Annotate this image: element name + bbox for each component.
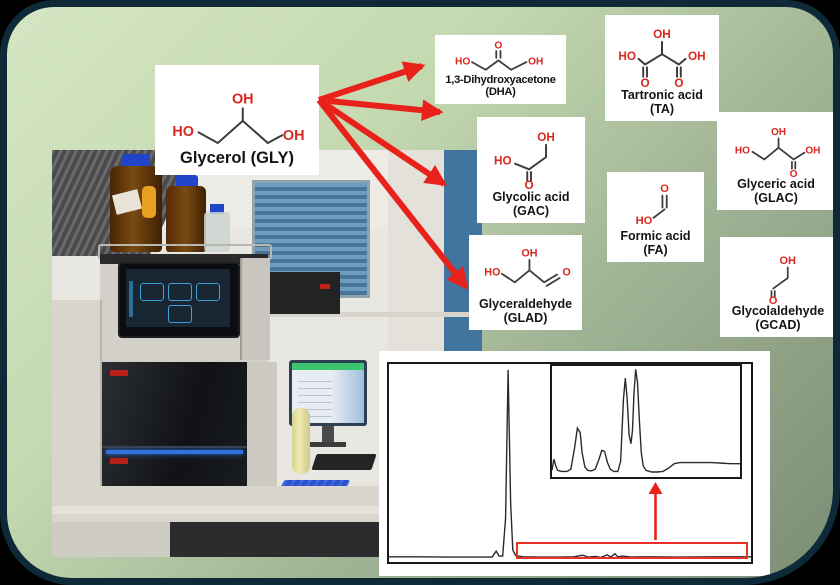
molecule-abbr: (GLAD) [503, 311, 548, 325]
svg-text:OH: OH [537, 131, 555, 144]
touchscreen-tile [140, 283, 164, 301]
gac-structure: OH HO O [494, 131, 555, 190]
arrow-gly-to-ta [318, 97, 444, 121]
svg-text:HO: HO [455, 57, 470, 68]
svg-text:O: O [660, 183, 669, 195]
under-bench-shadow [170, 522, 400, 557]
monitor-stand [322, 426, 334, 442]
molecule-abbr: (GAC) [512, 204, 550, 218]
svg-text:HO: HO [172, 124, 194, 140]
hplc-right-module [240, 258, 270, 360]
molecule-card-glac: OH HO OH O Glyceric acid (GLAC) [717, 112, 833, 210]
molecule-abbr: (FA) [643, 243, 668, 257]
chromatogram-panel [379, 351, 770, 576]
molecule-name: Glycolaldehyde [731, 304, 825, 318]
svg-text:OH: OH [521, 247, 537, 259]
inset-trace-svg [552, 366, 740, 477]
small-bottle-cap [210, 204, 224, 214]
molecule-name: Glyceraldehyde [478, 297, 573, 311]
svg-text:OH: OH [771, 127, 786, 138]
svg-text:OH: OH [653, 28, 671, 41]
zoom-callout-arrow [648, 482, 663, 540]
svg-text:HO: HO [735, 146, 750, 157]
svg-text:O: O [641, 77, 650, 88]
svg-text:OH: OH [805, 146, 820, 157]
molecule-name: Glycerol (GLY) [179, 148, 294, 167]
molecule-card-ta: OH HO OH O O Tartronic acid (TA) [605, 15, 719, 121]
shelf [252, 312, 482, 317]
gly-structure: OH HO OH [172, 91, 305, 144]
brand-logo [110, 370, 128, 376]
ta-structure: OH HO OH O O [618, 28, 706, 88]
svg-text:O: O [562, 266, 570, 278]
led-strip [106, 450, 243, 454]
hplc-top-strip [100, 254, 268, 264]
door-divider [102, 446, 247, 448]
svg-text:OH: OH [688, 50, 706, 63]
touchscreen [118, 262, 240, 338]
svg-text:O: O [769, 295, 778, 304]
svg-text:O: O [494, 40, 502, 51]
molecule-card-gac: OH HO O Glycolic acid (GAC) [477, 117, 585, 223]
touchscreen-sidebar [129, 281, 133, 317]
fa-structure: O HO [635, 183, 669, 227]
molecule-name: 1,3-Dihydroxyacetone [445, 73, 556, 86]
lab-bench-edge [52, 506, 482, 514]
molecule-card-gly: OH HO OH Glycerol (GLY) [155, 65, 319, 175]
bottle-label-orange [142, 186, 156, 218]
bench-cabinet-left [52, 522, 170, 557]
molecule-card-fa: O HO Formic acid (FA) [607, 172, 704, 262]
svg-text:OH: OH [283, 128, 305, 144]
svg-text:HO: HO [494, 155, 512, 168]
molecule-name: Glycolic acid [492, 190, 570, 204]
molecule-card-glad: OH HO O Glyceraldehyde (GLAD) [469, 235, 582, 330]
molecule-name: Formic acid [620, 229, 691, 243]
chromatogram-inset [550, 364, 742, 479]
molecule-abbr: (TA) [649, 102, 675, 116]
solvent-bottle-2-cap [176, 175, 198, 189]
svg-text:O: O [525, 179, 534, 190]
screen-green-bar [292, 363, 364, 370]
svg-text:HO: HO [635, 215, 652, 227]
monitor-base [310, 442, 346, 447]
glac-structure: OH HO OH O [735, 127, 821, 177]
svg-text:HO: HO [484, 266, 500, 278]
svg-text:OH: OH [232, 91, 254, 107]
molecule-abbr: (GCAD) [755, 318, 801, 332]
molecule-abbr: (DHA) [485, 86, 516, 99]
svg-text:OH: OH [780, 255, 797, 267]
inset-trace [552, 369, 740, 472]
touchscreen-tile [196, 283, 220, 301]
molecule-card-gcad: OH O Glycolaldehyde (GCAD) [720, 237, 833, 337]
dha-structure: O HO OH [455, 40, 543, 71]
shelf-instrument-led [320, 284, 330, 289]
brand-logo [110, 458, 128, 464]
svg-text:O: O [790, 169, 798, 177]
svg-text:O: O [674, 77, 683, 88]
molecule-name: Glyceric acid [737, 177, 815, 191]
gcad-structure: OH O [769, 255, 797, 304]
touchscreen-display [126, 269, 230, 327]
molecule-name: Tartronic acid [621, 88, 703, 102]
molecule-abbr: (GLAC) [754, 191, 798, 205]
touchscreen-tile [168, 305, 192, 323]
solvent-bottle-2 [166, 186, 206, 252]
molecule-card-dha: O HO OH 1,3-Dihydroxyacetone (DHA) [435, 35, 566, 104]
touchscreen-tile [168, 283, 192, 301]
paper-towel-roll [292, 408, 310, 474]
highlight-box [515, 542, 749, 560]
svg-text:HO: HO [618, 50, 636, 63]
glad-structure: OH HO O [484, 247, 570, 287]
shelf-instrument [266, 272, 340, 314]
keyboard [311, 454, 377, 470]
svg-text:OH: OH [528, 57, 543, 68]
arrow-gly-to-dha [318, 61, 426, 103]
